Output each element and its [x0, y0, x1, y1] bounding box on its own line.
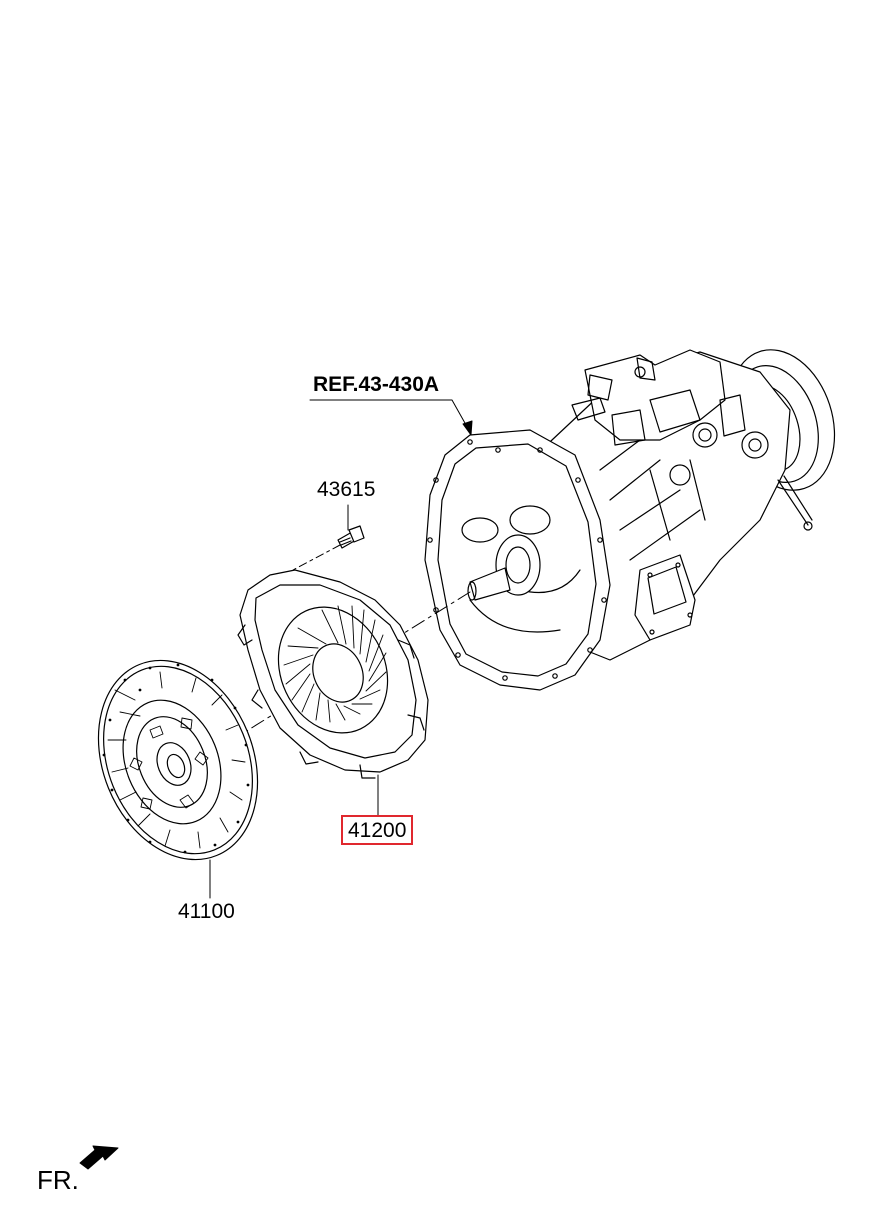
transmission-assembly [424, 349, 836, 691]
bolt-43615 [337, 525, 365, 549]
reference-label: REF.43-430A [313, 373, 440, 396]
part-number-bolt: 43615 [317, 478, 376, 501]
clutch-disc-41100 [97, 659, 259, 861]
clutch-cover-41200 [237, 569, 429, 779]
part-number-clutch-cover-highlighted[interactable]: 41200 [341, 815, 414, 845]
part-number-clutch-disc: 41100 [178, 900, 235, 923]
front-direction-label: FR. [37, 1165, 79, 1195]
leader-lines [209, 399, 473, 899]
front-direction-arrow-icon [79, 1145, 119, 1170]
